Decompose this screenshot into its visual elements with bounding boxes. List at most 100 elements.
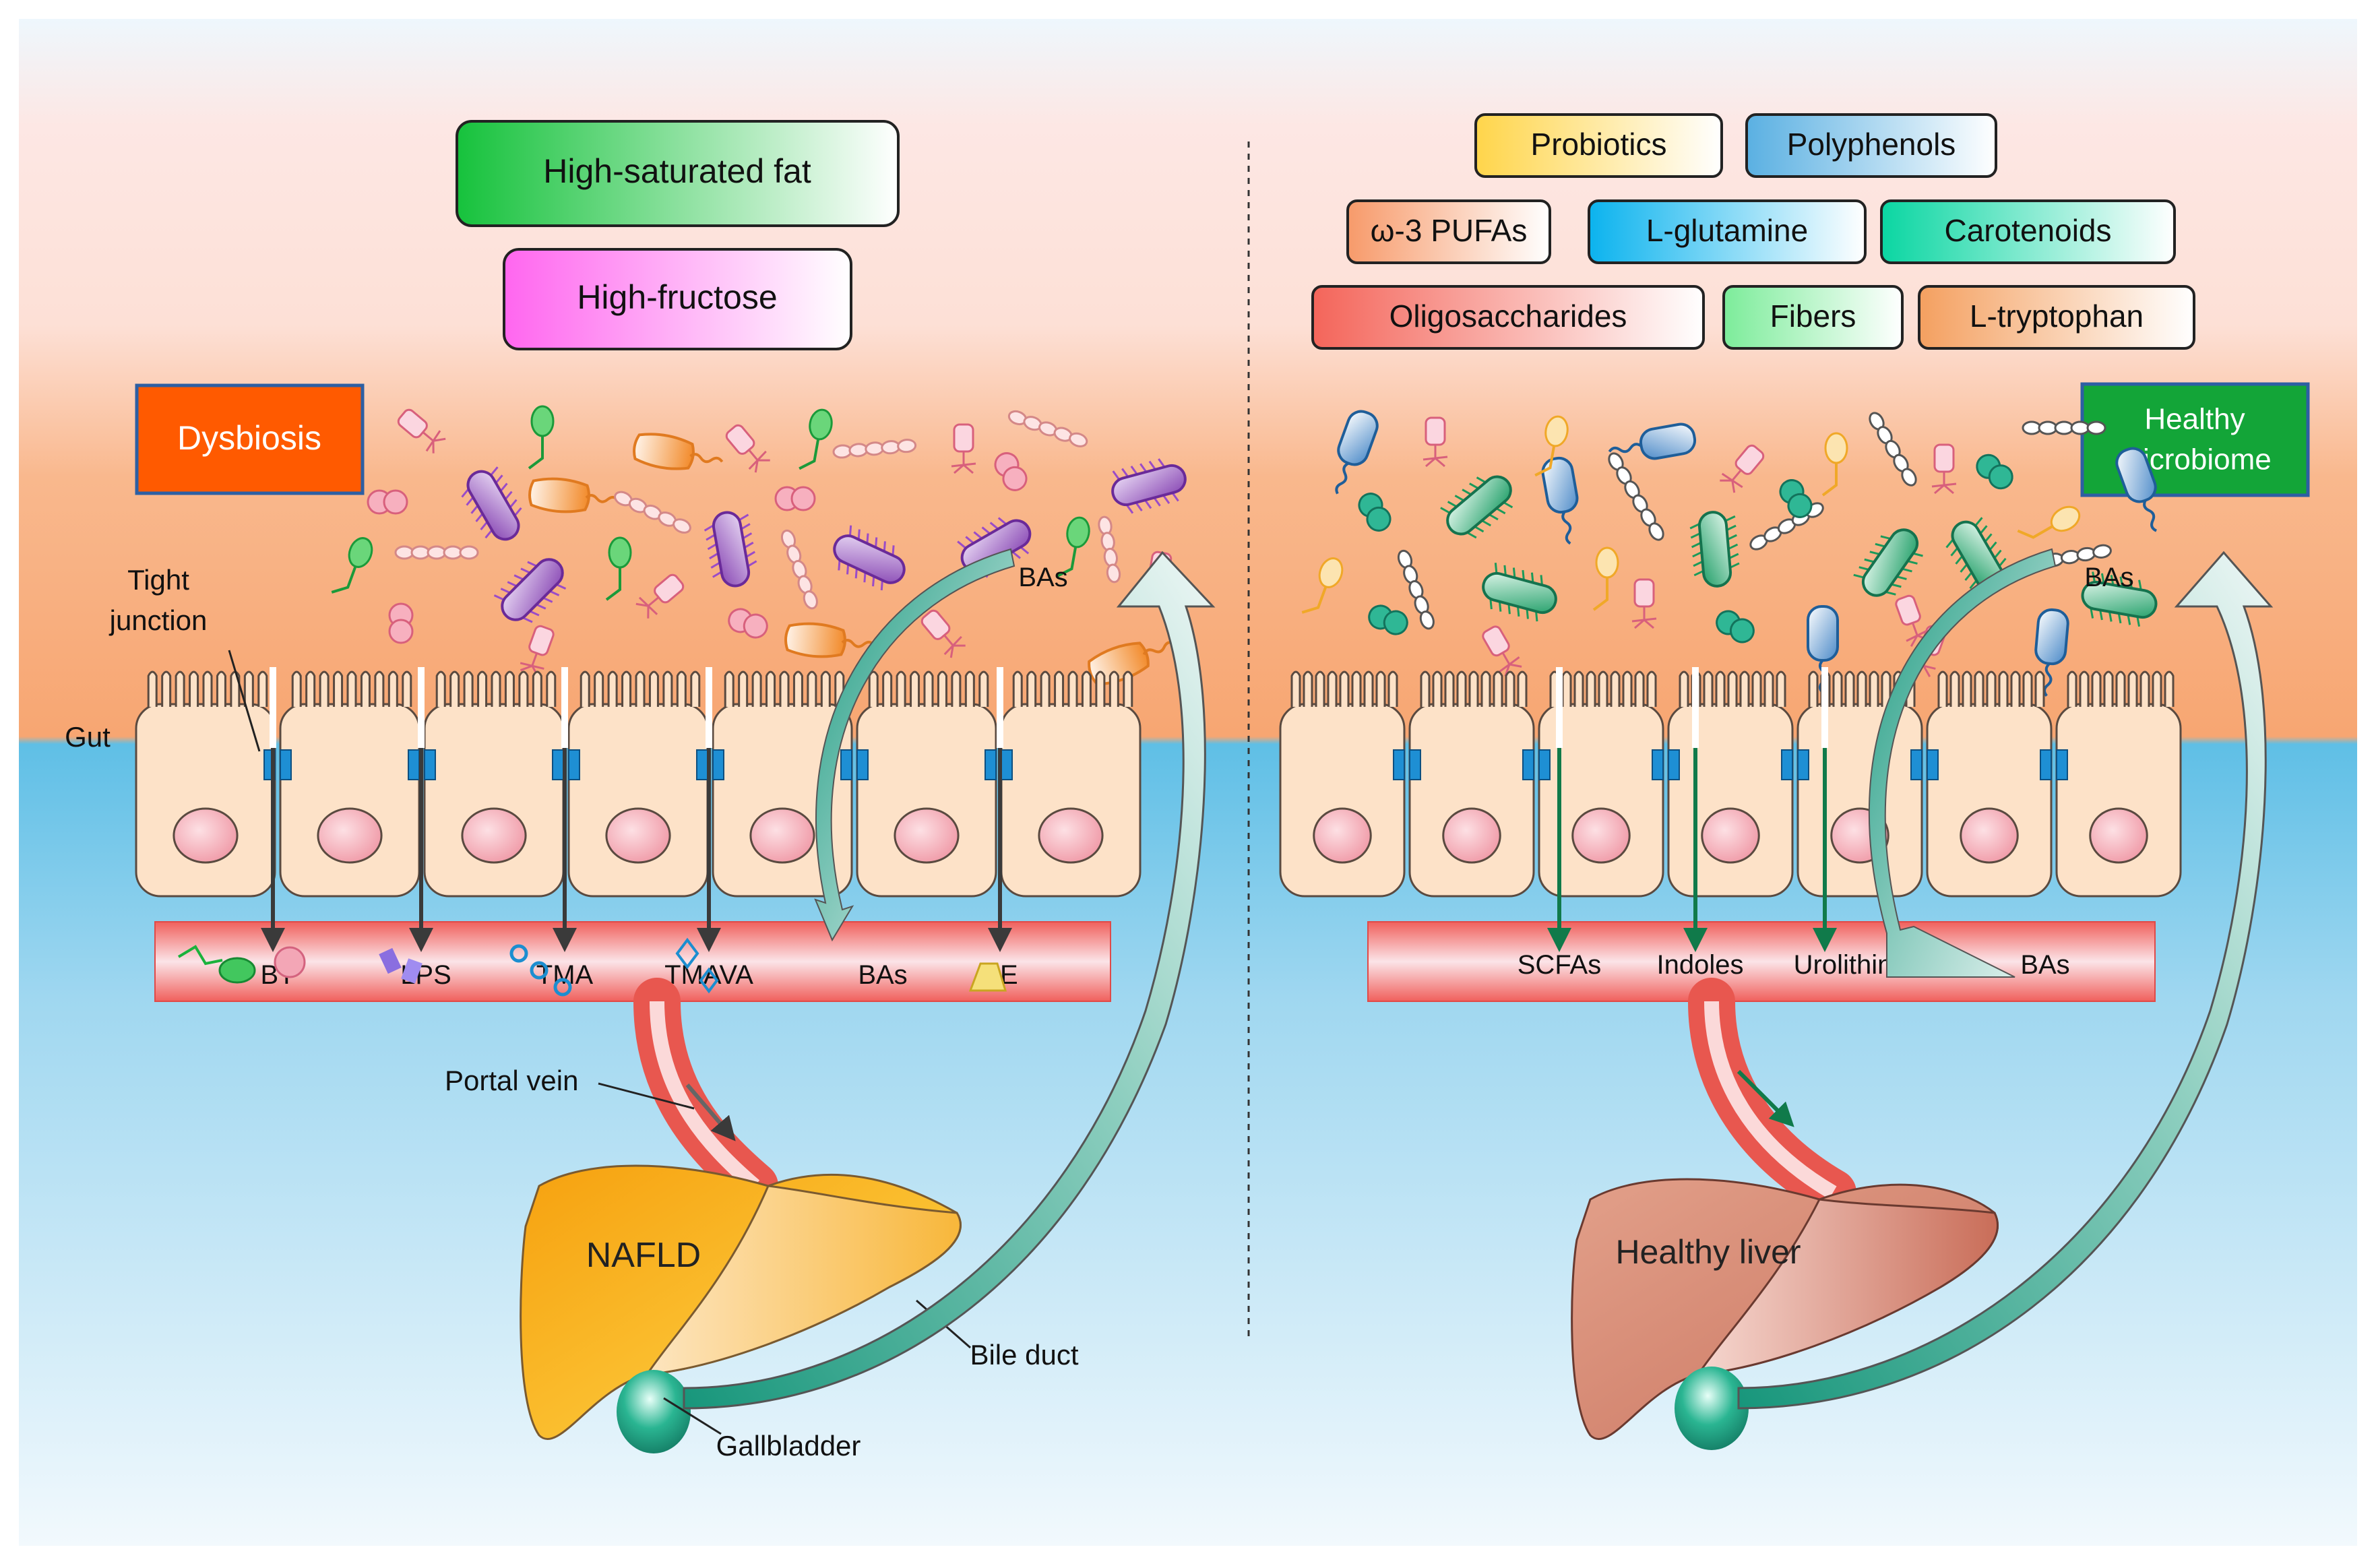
right-portal-vein [1688,978,1856,1216]
tight-junction [1781,749,1809,780]
nucleus [2089,807,2148,864]
epithelial-cell [423,670,565,898]
epithelial-cell [567,670,709,898]
healthy-microbiome-box [2080,382,2310,497]
capsule-bacterium [1335,410,1379,495]
bas-top-left-label: BAs [1018,563,1067,592]
rod-bacterium [704,511,757,588]
diet-box-label: Probiotics [1531,127,1667,162]
dysbiosis-box [135,383,365,495]
flagellated-bacterium [528,405,555,470]
nucleus [1701,807,1760,864]
epithelial-cell [279,670,420,898]
diplococcus [774,486,816,511]
nafld-liver [520,1164,962,1453]
rod-bacterium [1111,458,1187,514]
dysbiosis-label: Dysbiosis [177,419,321,457]
diet-box: ω-3 PUFAs [1346,199,1551,264]
epithelial-cell [1000,670,1142,898]
diet-box: Probiotics [1474,113,1723,178]
nucleus [461,807,527,864]
healthy-liver-label: Healthy liver [1615,1233,1801,1271]
chain-bacterium [1608,452,1664,541]
diplococcus [1976,453,2013,490]
diet-box-label: ω-3 PUFAs [1371,213,1528,248]
diet-box-label: L-tryptophan [1970,299,2144,334]
phage-bacterium [1931,443,1957,495]
tight-junction [840,749,869,780]
nafld-label: NAFLD [586,1236,701,1275]
flagellated-bacterium [1056,516,1090,578]
flagellated-bacterium [1592,546,1619,611]
diet-box-label: Fibers [1770,299,1856,334]
left-epithelium [135,670,1142,898]
metabolite-label: Indoles [1657,950,1744,980]
capsule-bacterium [1541,456,1579,545]
healthy-liver [1571,1178,1999,1450]
rod-bacterium [493,558,567,623]
curved-bacterium [784,622,876,658]
rod-bacterium [2081,571,2158,627]
phage-bacterium [951,423,976,474]
chain-bacterium [1869,412,1917,487]
rod-bacterium [1440,475,1513,539]
phage-bacterium [725,424,770,473]
epithelial-cell [2055,670,2182,898]
tight-junction [1910,749,1939,780]
phage-bacterium [1720,444,1765,493]
flagellated-bacterium [1301,557,1344,614]
capsule-bacterium [1608,422,1697,460]
diplococcus [1368,604,1408,635]
right-epithelium [1279,670,2182,898]
phage-bacterium [635,573,685,619]
flagellated-bacterium [799,408,833,470]
phage-bacterium [1631,578,1657,629]
curved-bacterium [633,433,724,470]
curved-bacterium [528,477,620,513]
metabolite-icons [177,937,1007,997]
diplococcus [1779,479,1813,518]
diet-box-label: Oligosaccharides [1389,299,1627,334]
diplococcus [1716,610,1755,644]
diet-box: Oligosaccharides [1311,285,1705,350]
rod-bacterium [1689,511,1740,588]
diet-box-label: High-fructose [577,278,777,316]
epithelial-cell [1926,670,2053,898]
chain-bacterium [1007,410,1088,447]
left-diet-boxes: High-saturated fat High-fructose [456,120,900,350]
gallbladder [617,1370,691,1453]
epithelial-cell [856,670,997,898]
nucleus [894,807,960,864]
nucleus [1442,807,1501,864]
chain-bacterium [780,529,818,610]
phage-bacterium [1423,416,1448,468]
gallbladder [1675,1367,1749,1450]
chain-bacterium [832,439,917,459]
capsule-bacterium [2115,447,2158,532]
diet-box-label: High-saturated fat [543,152,811,190]
tight-junction [1522,749,1551,780]
diplococcus [367,489,408,515]
diplococcus [994,452,1028,491]
phage-bacterium [520,625,555,677]
rod-bacterium [833,525,906,591]
right-bacteria-cluster [1301,410,2158,697]
tight-junction-label: junction [108,604,208,636]
right-bile-acid-circulation-arrow [1737,548,2274,1410]
metabolite-label: BAs [2020,950,2069,980]
tight-junction-label: Tight [127,564,189,596]
nucleus [1313,807,1372,864]
chain-bacterium [614,491,691,534]
tight-junction-pointer [228,650,261,752]
bas-top-right-label: BAs [2084,563,2133,592]
phage-bacterium [1482,625,1522,677]
flagellated-bacterium [1821,432,1848,497]
metabolite-label: BAs [858,960,907,990]
chain-bacterium [1098,515,1121,584]
diplococcus [728,608,768,639]
epithelial-cell [1538,670,1664,898]
chain-bacterium [1397,549,1435,630]
flagellated-bacterium [331,537,373,594]
rod-bacterium [1853,528,1923,597]
